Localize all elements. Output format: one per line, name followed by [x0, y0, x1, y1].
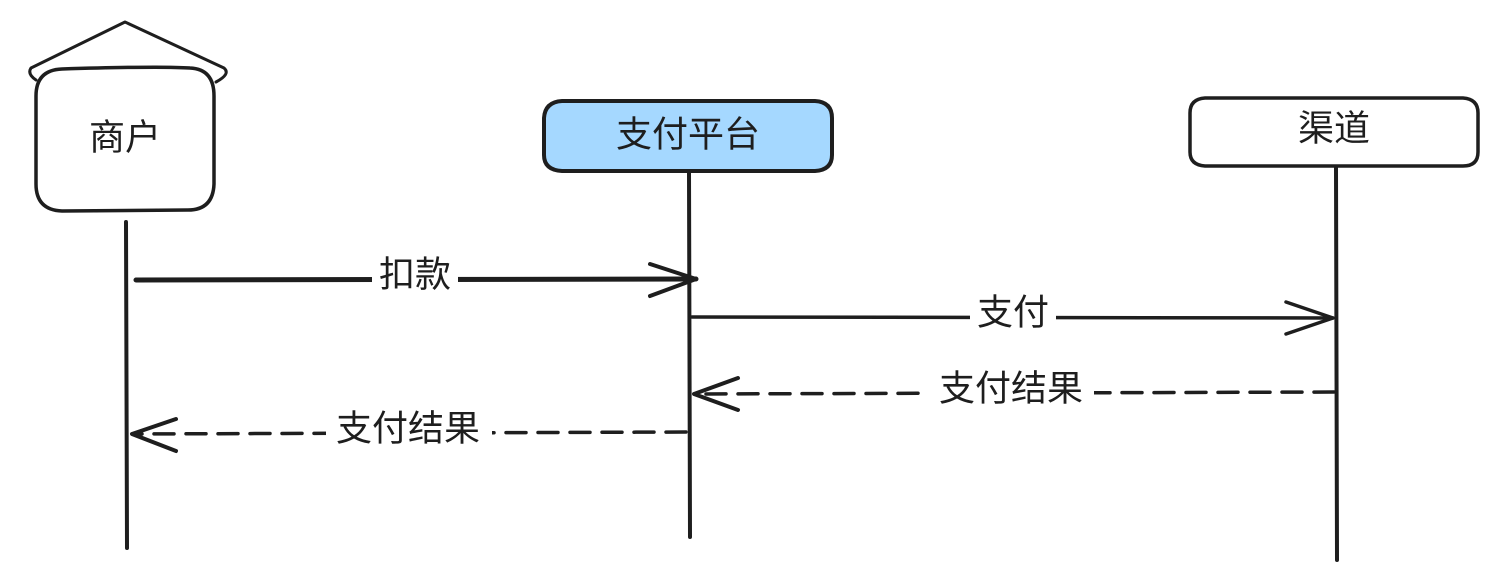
- channel-box: [1188, 96, 1480, 168]
- message-deduct: 扣款: [133, 255, 699, 298]
- message-result-to-platform: 支付结果: [692, 369, 1336, 412]
- message-result-to-platform-arrowhead: [692, 376, 740, 412]
- message-deduct-arrowhead: [648, 262, 698, 298]
- message-result-to-merchant-arrowhead: [130, 417, 178, 453]
- actor-payment-platform: 支付平台: [542, 99, 834, 173]
- actor-label-merchant: 商户: [89, 118, 161, 159]
- lifeline-merchant: [124, 220, 129, 550]
- message-result-to-platform-label-bg: [928, 370, 1094, 412]
- message-deduct-label-bg: [372, 256, 458, 298]
- message-pay-label-bg: [970, 294, 1056, 336]
- message-result-to-platform-label: 支付结果: [939, 369, 1083, 410]
- actor-channel: 渠道: [1188, 96, 1480, 168]
- message-pay-arrowhead: [1284, 300, 1335, 336]
- actor-label-platform: 支付平台: [616, 115, 760, 156]
- actor-merchant: 商户: [28, 20, 228, 213]
- message-pay-label: 支付: [977, 293, 1049, 334]
- message-pay: 支付: [690, 293, 1335, 336]
- platform-box: [542, 99, 834, 173]
- message-result-to-merchant: 支付结果: [130, 409, 688, 453]
- actor-label-channel: 渠道: [1298, 109, 1370, 150]
- merchant-box: [34, 65, 216, 213]
- message-result-to-merchant-label-bg: [326, 410, 492, 452]
- message-deduct-label: 扣款: [379, 255, 451, 296]
- message-result-to-merchant-label: 支付结果: [336, 409, 480, 450]
- lifeline-channel: [1334, 166, 1339, 562]
- lifeline-platform: [687, 170, 692, 539]
- merchant-roof: [28, 20, 228, 84]
